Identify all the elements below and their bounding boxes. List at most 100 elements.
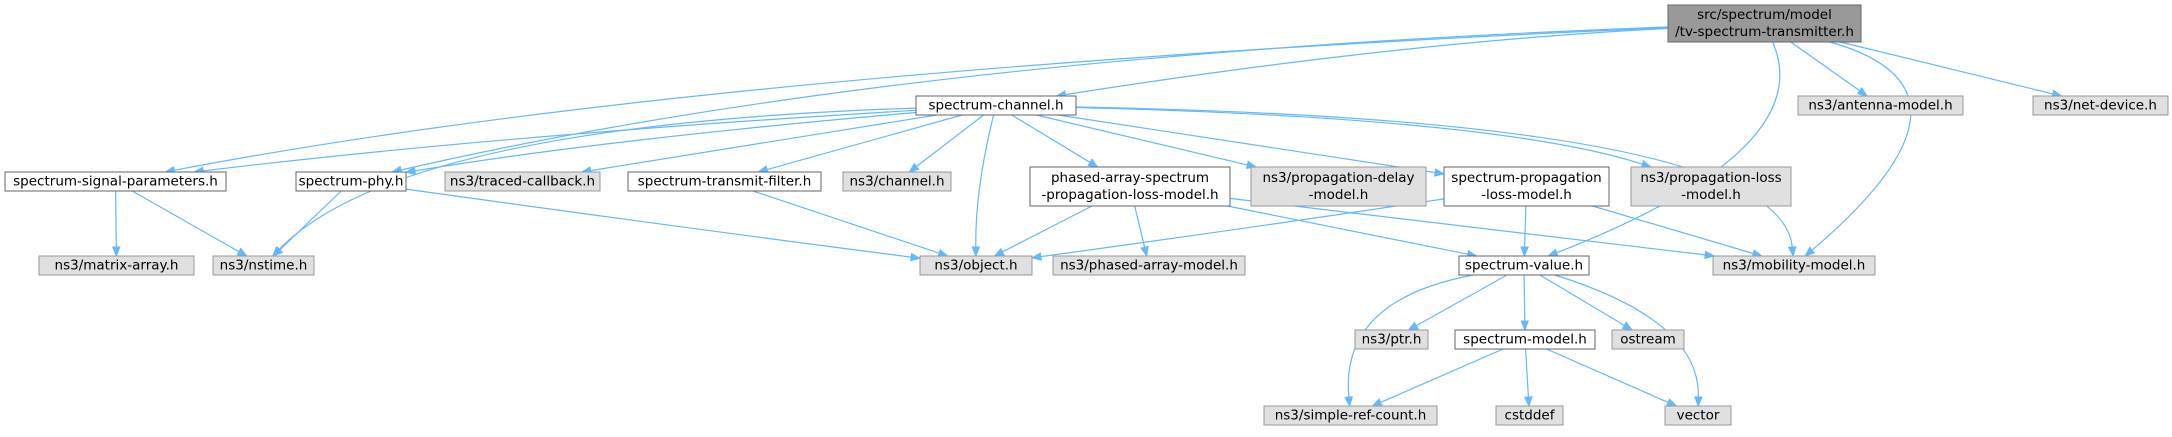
edge-spectrum-phy-to-nstime	[279, 190, 342, 251]
arrowhead-ostream	[1621, 321, 1634, 331]
arrowhead-simple-ref-count	[1371, 398, 1383, 407]
node-label: ostream	[1620, 332, 1676, 348]
arrowhead-spectrum-model	[1520, 320, 1530, 332]
node-label: -loss-model.h	[1481, 187, 1572, 203]
edge-spectrum-channel-to-phased-array-loss	[1011, 114, 1091, 163]
node-label: ns3/mobility-model.h	[1723, 258, 1866, 274]
arrowhead-mobility-model	[1804, 246, 1816, 257]
edge-root-to-net-device	[1840, 41, 2053, 95]
edge-spectrum-prop-loss-to-object	[1040, 198, 1445, 258]
node-box	[842, 171, 952, 192]
edge-spectrum-model-to-cstddef	[1525, 348, 1529, 398]
node-label: ns3/traced-callback.h	[450, 174, 595, 190]
edge-root-to-antenna-model	[1790, 41, 1861, 92]
node-label: -propagation-loss-model.h	[1041, 187, 1218, 203]
node-box	[295, 171, 407, 192]
node-spectrum-channel[interactable]: spectrum-channel.h	[915, 95, 1077, 116]
edge-phased-array-loss-to-phased-array-model	[1134, 205, 1146, 248]
edge-root-to-spectrum-channel	[1065, 27, 1669, 96]
node-box	[444, 171, 601, 192]
node-signal-params[interactable]: spectrum-signal-parameters.h	[4, 171, 227, 192]
node-ptr: ns3/ptr.h	[1354, 329, 1429, 350]
edge-transmit-filter-to-object	[752, 190, 940, 254]
node-label: ns3/ptr.h	[1362, 332, 1422, 348]
node-ostream: ostream	[1611, 329, 1685, 350]
arrowhead-object	[993, 247, 1005, 257]
node-object: ns3/object.h	[919, 255, 1033, 276]
node-label: spectrum-propagation	[1451, 170, 1601, 186]
edge-spectrum-value-to-spectrum-model	[1523, 274, 1526, 322]
node-box	[4, 171, 227, 192]
node-label: spectrum-signal-parameters.h	[13, 174, 218, 190]
node-simple-ref-count: ns3/simple-ref-count.h	[1263, 405, 1438, 426]
node-label: vector	[1677, 408, 1720, 424]
edge-spectrum-phy-to-object	[405, 188, 912, 258]
node-box	[627, 171, 822, 192]
arrowhead-mobility-model	[1787, 246, 1797, 258]
node-box	[1495, 405, 1564, 426]
node-label: spectrum-channel.h	[928, 98, 1063, 114]
arrowhead-matrix-array	[111, 246, 121, 258]
node-label: src/spectrum/model	[1697, 7, 1832, 23]
edge-spectrum-channel-to-propagation-delay	[1036, 114, 1248, 166]
node-root[interactable]: src/spectrum/model/tv-spectrum-transmitt…	[1667, 4, 1862, 43]
edge-spectrum-channel-to-object	[975, 114, 995, 248]
node-box	[1630, 166, 1792, 207]
edge-spectrum-model-to-simple-ref-count	[1380, 348, 1504, 403]
node-spectrum-value[interactable]: spectrum-value.h	[1458, 255, 1590, 276]
node-box	[1250, 166, 1427, 207]
edge-spectrum-channel-to-traced-callback	[590, 114, 937, 172]
node-box	[1667, 4, 1862, 43]
node-box	[1664, 405, 1732, 426]
node-box	[1443, 166, 1610, 207]
node-label: phased-array-spectrum	[1051, 170, 1209, 186]
edge-signal-params-to-matrix-array	[115, 190, 117, 248]
edge-root-to-signal-params	[173, 27, 1669, 171]
node-label: spectrum-transmit-filter.h	[638, 174, 812, 190]
node-spectrum-phy[interactable]: spectrum-phy.h	[295, 171, 407, 192]
edge-root-to-spectrum-value	[1556, 41, 1781, 254]
node-vector: vector	[1664, 405, 1732, 426]
node-phased-array-loss[interactable]: phased-array-spectrum-propagation-loss-m…	[1029, 166, 1231, 207]
node-box	[1263, 405, 1438, 426]
edge-spectrum-value-to-simple-ref-count	[1347, 274, 1474, 398]
node-mobility-model: ns3/mobility-model.h	[1712, 255, 1876, 276]
node-antenna-model: ns3/antenna-model.h	[1797, 95, 1964, 116]
edge-spectrum-channel-to-transmit-filter	[766, 114, 963, 171]
node-spectrum-prop-loss[interactable]: spectrum-propagation-loss-model.h	[1443, 166, 1610, 207]
node-box	[38, 255, 195, 276]
edge-spectrum-channel-to-signal-params	[202, 109, 917, 172]
edge-spectrum-channel-to-ns3-channel	[916, 114, 984, 167]
node-label: ns3/simple-ref-count.h	[1275, 408, 1427, 424]
edge-spectrum-channel-to-spectrum-phy	[414, 111, 917, 172]
node-label: ns3/phased-array-model.h	[1060, 258, 1238, 274]
node-transmit-filter[interactable]: spectrum-transmit-filter.h	[627, 171, 822, 192]
arrowhead-object	[971, 246, 981, 258]
node-box	[1458, 255, 1590, 276]
node-box	[212, 255, 315, 276]
node-matrix-array: ns3/matrix-array.h	[38, 255, 195, 276]
arrowhead-nstime	[272, 246, 284, 257]
edge-spectrum-value-to-ptr	[1416, 274, 1508, 327]
node-label: ns3/propagation-loss	[1640, 170, 1781, 186]
edge-phased-array-loss-to-object	[1002, 205, 1093, 253]
node-box	[1029, 166, 1231, 207]
arrowhead-simple-ref-count	[1344, 396, 1354, 408]
node-box	[919, 255, 1033, 276]
node-phased-array-model: ns3/phased-array-model.h	[1052, 255, 1246, 276]
node-label: ns3/object.h	[934, 258, 1017, 274]
arrowhead-phased-array-model	[1140, 245, 1149, 258]
node-propagation-loss: ns3/propagation-loss-model.h	[1630, 166, 1792, 207]
node-propagation-delay: ns3/propagation-delay-model.h	[1250, 166, 1427, 207]
edge-spectrum-channel-to-nstime	[278, 107, 917, 250]
node-spectrum-model[interactable]: spectrum-model.h	[1454, 329, 1596, 350]
arrowhead-antenna-model	[1856, 87, 1869, 97]
node-label: spectrum-phy.h	[299, 174, 404, 190]
node-traced-callback: ns3/traced-callback.h	[444, 171, 601, 192]
edges-layer	[111, 26, 2063, 408]
node-net-device: ns3/net-device.h	[2032, 95, 2169, 116]
arrowhead-object	[1030, 252, 1042, 261]
nodes-layer: src/spectrum/model/tv-spectrum-transmitt…	[4, 4, 2169, 426]
edge-spectrum-value-to-vector	[1554, 274, 1700, 398]
